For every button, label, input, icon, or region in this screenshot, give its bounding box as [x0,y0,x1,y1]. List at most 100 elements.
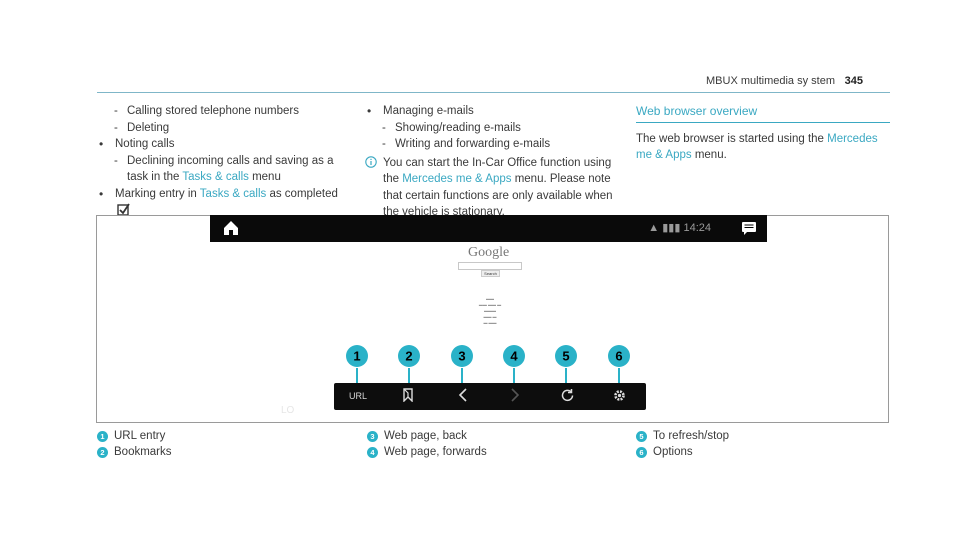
bookmark-icon [403,388,413,403]
list-item-text: Showing/reading e-mails [395,121,521,134]
menu-link-mercedes-me-apps[interactable]: Mercedes me & Apps [402,173,512,185]
legend-item: 5 To refresh/stop [636,429,729,445]
menu-link-mercedes-me-apps[interactable]: Mercedes [827,132,878,145]
list-item: •Noting calls [99,137,175,151]
legend-number: 5 [636,431,647,442]
legend-col-1: 1 URL entry 2 Bookmarks [97,429,172,460]
legend-number: 2 [97,446,108,458]
callout-line [461,368,463,390]
legend-item: 3 Web page, back [367,429,487,445]
list-item: -Deleting [114,121,170,134]
column-2: •Managing e-mails -Showing/reading e-mai… [365,103,620,221]
chevron-left-icon [458,388,467,402]
menu-link-tasks-calls[interactable]: Tasks & calls [182,171,249,183]
legend-text: Web page, forwards [384,445,487,458]
list-item-text: Marking entry in [115,187,200,200]
list-item-text: Declining incoming calls and saving as a [127,154,334,167]
legend-text: To refresh/stop [653,430,730,442]
svg-text:2: 2 [405,349,412,364]
gear-icon [614,390,625,401]
legend-item: 2 Bookmarks [97,445,172,461]
list-item: -Declining incoming calls and saving as … [114,154,334,184]
list-item: -Writing and forwarding e-mails [382,138,551,150]
page-number: 345 [844,75,863,87]
section-title: Web browser overview [636,104,758,118]
legend-number: 1 [97,431,108,442]
options-button[interactable] [612,388,627,405]
callout-5: 5 [555,345,577,367]
paragraph-text: menu. [691,149,727,161]
signal-icon: ▲ ▮▮▮ [648,222,684,234]
menu-link-tasks-calls[interactable]: Tasks & calls [199,187,267,200]
list-item-text: Managing e-mails [383,105,474,117]
list-item: •Managing e-mails [367,104,474,118]
bookmark-button[interactable] [402,388,414,404]
callout-4: 4 [503,345,525,367]
callout-line [408,368,410,390]
paragraph: The web browser is started using the Mer… [636,131,890,164]
list-item-text: Noting calls [115,138,175,150]
list-item-text: Calling stored telephone numbers [127,105,299,117]
legend-number: 3 [367,431,378,442]
list-item-text: Deleting [127,121,170,134]
list-item-text: Writing and forwarding e-mails [395,138,551,150]
note-text: You can start the In-Car Office function… [383,156,612,169]
legend-text: Options [653,445,693,458]
legend-text: Bookmarks [114,445,172,458]
url-button[interactable]: URL [349,391,368,401]
forward-button[interactable] [510,388,520,404]
callout-line [618,368,620,390]
svg-text:4: 4 [510,349,518,364]
legend-number: 6 [636,446,647,458]
callout-1: 1 [346,345,368,367]
list-item-text: as completed [266,187,338,200]
home-icon[interactable] [222,219,240,240]
column-3: Web browser overview The web browser is … [636,103,890,164]
back-button[interactable] [458,388,468,404]
legend-item: 1 URL entry [97,429,172,445]
legend-text: URL entry [114,430,166,442]
legend-col-3: 5 To refresh/stop 6 Options [636,429,729,460]
note-text: that certain functions are only availabl… [383,189,613,202]
search-input[interactable] [458,262,522,270]
refresh-button[interactable] [560,388,575,405]
page-links: ▬▬▬▬ ▬▬ ▬▬▬▬▬▬ ▬▬ ▬▬ [478,296,502,325]
paragraph-text: The web browser is started using the [636,132,828,145]
callout-3: 3 [451,345,473,367]
svg-text:6: 6 [615,349,622,364]
callout-line [356,368,358,390]
list-item: •Marking entry in Tasks & calls as compl… [97,186,352,222]
info-icon [365,155,377,174]
note-text: the [383,173,403,185]
section-rule [636,121,890,123]
status-indicators: ▲ ▮▮▮ 14:24 [648,221,711,234]
note-text: menu. Please note [511,173,611,185]
message-icon[interactable] [741,220,757,239]
clock: 14:24 [683,222,711,234]
menu-link-mercedes-me-apps[interactable]: me & Apps [636,149,692,161]
callout-line [565,368,567,390]
legend-text: Web page, back [384,430,467,442]
list-item-text: task in the [127,171,183,183]
callout-2: 2 [398,345,420,367]
running-header: MBUX multimedia sy stem [706,75,835,87]
list-item: -Calling stored telephone numbers [114,105,299,117]
callout-6: 6 [608,345,630,367]
note-block: You can start the In-Car Office function… [365,155,620,221]
svg-text:5: 5 [562,349,569,364]
column-1: -Calling stored telephone numbers -Delet… [97,103,352,222]
svg-text:1: 1 [353,349,360,364]
browser-status-bar: ▲ ▮▮▮ 14:24 [210,215,767,242]
refresh-icon [561,389,574,402]
search-button[interactable]: Search [481,270,500,277]
search-logo: Google [468,245,510,260]
browser-toolbar: URL [334,383,646,410]
watermark: LO [281,405,295,416]
callout-line [513,368,515,390]
list-item: -Showing/reading e-mails [382,121,521,134]
chevron-right-icon [511,388,520,402]
header-rule [97,92,890,93]
list-item-text: menu [248,171,281,183]
